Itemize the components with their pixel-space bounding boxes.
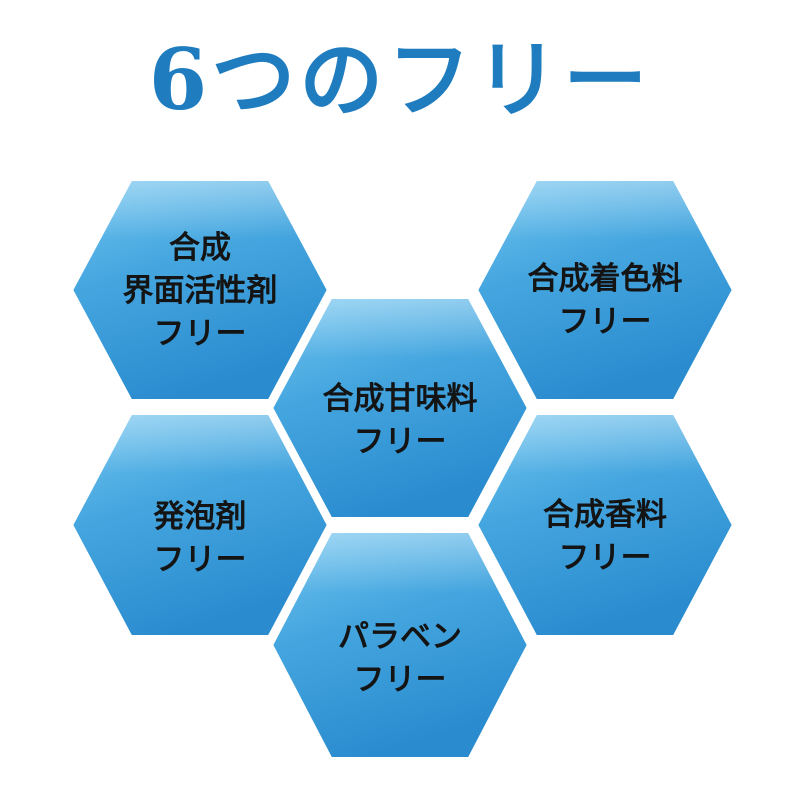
badge-line: フリー xyxy=(153,316,247,352)
badge-line: フリー xyxy=(353,424,447,460)
badge-line: パラベン xyxy=(338,619,462,655)
badge-label-colorant: 合成着色料 フリー xyxy=(490,258,720,344)
badge-label-paraben: パラベン フリー xyxy=(285,616,515,702)
badge-line: フリー xyxy=(153,542,247,578)
hexagon-colorant xyxy=(472,175,738,405)
badge-line: 合成香料 xyxy=(543,497,667,533)
hexagon-paraben xyxy=(267,527,533,763)
page-title: 6つのフリー xyxy=(148,30,652,129)
hexagon-fragrance xyxy=(472,409,738,641)
badge-line: フリー xyxy=(558,304,652,340)
badge-line: フリー xyxy=(353,662,447,698)
badge-line: 合成甘味料 xyxy=(322,381,478,417)
badge-label-fragrance: 合成香料 フリー xyxy=(490,494,720,580)
hexagon-sweetener xyxy=(267,293,533,523)
badge-label-surfactant: 合成 界面活性剤 フリー xyxy=(85,227,315,356)
badge-line: 界面活性剤 xyxy=(122,273,278,309)
badge-line: 発泡剤 xyxy=(153,499,247,535)
badge-line: 合成着色料 xyxy=(527,261,683,297)
badge-label-sweetener: 合成甘味料 フリー xyxy=(285,378,515,464)
badge-line: 合成 xyxy=(169,230,231,266)
badge-label-foaming: 発泡剤 フリー xyxy=(85,496,315,582)
badge-line: フリー xyxy=(558,540,652,576)
